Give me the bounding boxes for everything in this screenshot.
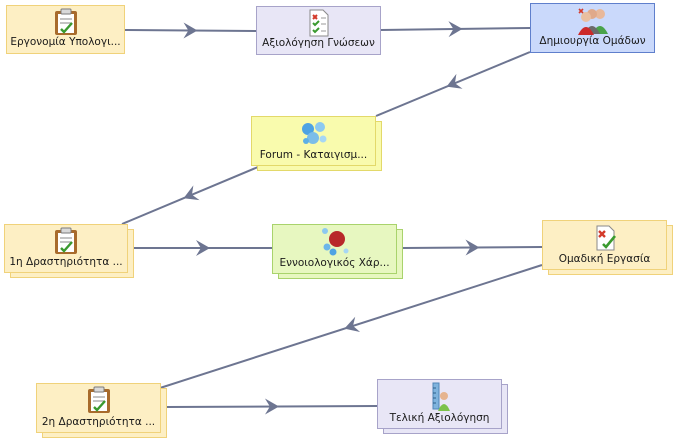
node-label: Δημιουργία Ομάδων bbox=[539, 35, 646, 47]
concept-map-icon bbox=[319, 227, 351, 261]
assessment-icon bbox=[306, 9, 332, 41]
group-people-icon bbox=[576, 6, 610, 40]
node-label: 2η Δραστηριότητα ... bbox=[41, 416, 156, 428]
group-task-icon bbox=[591, 224, 619, 256]
connector-arrowhead bbox=[183, 22, 198, 39]
node-label: Αξιολόγηση Γνώσεων bbox=[262, 37, 375, 49]
connector-arrowhead bbox=[446, 73, 463, 89]
activity-node-teliki[interactable]: Τελική Αξιολόγηση bbox=[377, 379, 508, 434]
node-label: Εννοιολογικός Χάρ... bbox=[279, 257, 390, 269]
connector-arrowhead bbox=[183, 185, 200, 201]
activity-node-dimiourgia[interactable]: Δημιουργία Ομάδων bbox=[530, 3, 655, 53]
node-label: Εργονομία Υπολογι... bbox=[10, 36, 121, 48]
connector-arrowhead bbox=[264, 398, 279, 415]
final-assessment-icon bbox=[427, 382, 453, 416]
activity-node-ergonomia[interactable]: Εργονομία Υπολογι... bbox=[6, 5, 125, 54]
activity-node-axiologisi[interactable]: Αξιολόγηση Γνώσεων bbox=[256, 6, 381, 55]
node-label: Τελική Αξιολόγηση bbox=[389, 412, 490, 424]
node-label: 1η Δραστηριότητα ... bbox=[9, 256, 123, 268]
clipboard-icon bbox=[86, 386, 112, 418]
activity-node-forum[interactable]: Forum - Καταιγισμ... bbox=[251, 116, 382, 171]
forum-bubbles-icon bbox=[299, 119, 329, 151]
activity-node-drasi1[interactable]: 1η Δραστηριότητα ... bbox=[4, 224, 134, 278]
node-label: Ομαδική Εργασία bbox=[558, 253, 651, 265]
connector-arrowhead bbox=[196, 240, 210, 256]
activity-node-omadiki[interactable]: Ομαδική Εργασία bbox=[542, 220, 673, 275]
activity-node-drasi2[interactable]: 2η Δραστηριότητα ... bbox=[36, 383, 167, 438]
node-label: Forum - Καταιγισμ... bbox=[259, 149, 368, 161]
connector-arrowhead bbox=[448, 21, 463, 38]
connector-arrowhead bbox=[344, 316, 361, 332]
activity-node-ennoiologikos[interactable]: Εννοιολογικός Χάρ... bbox=[272, 224, 403, 279]
connector-arrowhead bbox=[465, 239, 480, 256]
clipboard-icon bbox=[53, 8, 79, 40]
clipboard-icon bbox=[53, 227, 79, 259]
